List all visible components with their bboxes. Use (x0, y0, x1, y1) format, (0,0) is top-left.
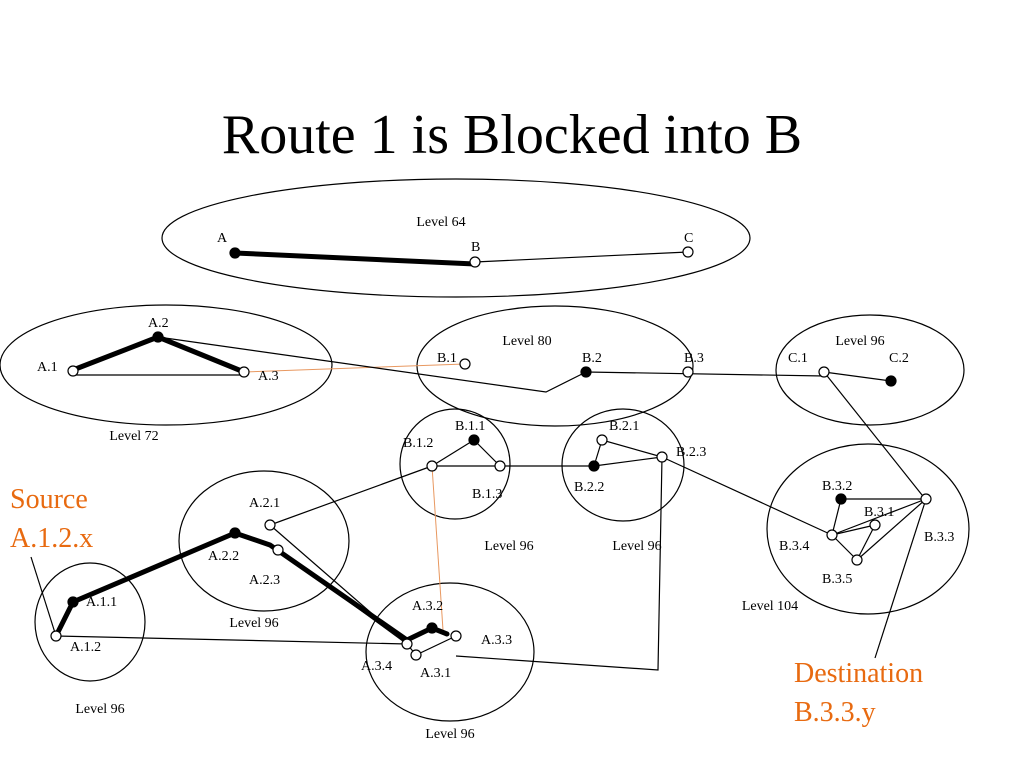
node-c2 (885, 375, 897, 387)
label-level-96-a2: Level 96 (229, 616, 278, 631)
node-label-c: C (684, 231, 693, 246)
node-label-b13: B.1.3 (472, 487, 502, 502)
node-label-a2: A.2 (148, 316, 169, 331)
label-level-96-a1: Level 96 (75, 702, 124, 717)
label-level-96-c: Level 96 (835, 334, 884, 349)
node-b1 (459, 358, 471, 370)
node-a (229, 247, 241, 259)
node-a22 (229, 527, 241, 539)
node-label-a: A (217, 231, 228, 246)
region-level-96-b1 (399, 408, 511, 520)
node-label-b2: B.2 (582, 351, 602, 366)
label-level-96-b1: Level 96 (484, 539, 533, 554)
node-b2 (580, 366, 592, 378)
node-label-a1: A.1 (37, 360, 58, 375)
nodes (50, 246, 932, 661)
region-labels: Level 64 Level 72 Level 80 Level 96 Leve… (75, 215, 884, 742)
region-level-104 (766, 443, 970, 615)
node-labels: A B C A.2 A.1 A.3 B.1 B.2 B.3 C.1 C.2 B.… (37, 231, 954, 681)
node-a31 (410, 649, 422, 661)
node-b33 (920, 493, 932, 505)
node-a3 (238, 366, 250, 378)
node-b13 (494, 460, 506, 472)
node-b35 (851, 554, 863, 566)
node-b12 (426, 460, 438, 472)
node-label-b33: B.3.3 (924, 530, 954, 545)
slide-title: Route 1 is Blocked into B (221, 104, 803, 166)
blocked-link-b12-a32 (431, 465, 444, 631)
source-label: Source (10, 484, 88, 515)
node-a33 (450, 630, 462, 642)
node-b11 (468, 434, 480, 446)
label-level-96-a3: Level 96 (425, 727, 474, 742)
node-label-b31: B.3.1 (864, 505, 894, 520)
node-label-b1: B.1 (437, 351, 457, 366)
node-b34 (826, 529, 838, 541)
node-label-b11: B.1.1 (455, 419, 485, 434)
label-level-104: Level 104 (742, 599, 798, 614)
node-label-b35: B.3.5 (822, 572, 852, 587)
node-label-b34: B.3.4 (779, 539, 809, 554)
node-b (469, 256, 481, 268)
node-c1 (818, 366, 830, 378)
node-a34 (401, 638, 413, 650)
node-label-a12: A.1.2 (70, 640, 101, 655)
node-a2 (152, 331, 164, 343)
label-level-96-b2: Level 96 (612, 539, 661, 554)
node-label-b32: B.3.2 (822, 479, 852, 494)
node-b31 (869, 519, 881, 531)
node-a21 (264, 519, 276, 531)
node-label-a32: A.3.2 (412, 599, 443, 614)
label-level-64: Level 64 (416, 215, 465, 230)
region-level-96-a3 (365, 582, 535, 722)
node-label-a11: A.1.1 (86, 595, 117, 610)
node-label-b21: B.2.1 (609, 419, 639, 434)
node-label-b23: B.2.3 (676, 445, 706, 460)
node-label-c2: C.2 (889, 351, 909, 366)
source-callout: Source A.1.2.x (10, 484, 93, 554)
node-label-b12: B.1.2 (403, 436, 433, 451)
region-level-64 (161, 178, 751, 298)
node-label-a3: A.3 (258, 369, 279, 384)
node-b21 (596, 434, 608, 446)
destination-address: B.3.3.y (794, 697, 876, 728)
node-label-b: B (471, 240, 480, 255)
node-label-a21: A.2.1 (249, 496, 280, 511)
blocked-link-a3-b1 (243, 363, 466, 373)
node-label-a33: A.3.3 (481, 633, 512, 648)
node-a32 (426, 622, 438, 634)
node-label-a31: A.3.1 (420, 666, 451, 681)
node-b3 (682, 366, 694, 378)
destination-label: Destination (794, 658, 923, 689)
region-level-96-b2 (561, 408, 685, 522)
node-a1 (67, 365, 79, 377)
region-level-96-a2 (178, 470, 350, 612)
label-level-72: Level 72 (109, 429, 158, 444)
node-b32 (835, 493, 847, 505)
node-label-a22: A.2.2 (208, 549, 239, 564)
node-b22 (588, 460, 600, 472)
node-label-b22: B.2.2 (574, 480, 604, 495)
destination-callout: Destination B.3.3.y (794, 658, 923, 728)
label-level-80: Level 80 (502, 334, 551, 349)
node-c (682, 246, 694, 258)
node-a11 (67, 596, 79, 608)
region-level-96-c (775, 314, 965, 426)
node-label-c1: C.1 (788, 351, 808, 366)
node-a23 (272, 544, 284, 556)
node-label-b3: B.3 (684, 351, 704, 366)
node-a12 (50, 630, 62, 642)
region-level-72 (0, 304, 333, 426)
region-level-96-a1 (34, 562, 146, 682)
node-label-a34: A.3.4 (361, 659, 392, 674)
node-b23 (656, 451, 668, 463)
region-level-80 (416, 305, 694, 427)
source-address: A.1.2.x (10, 523, 93, 554)
node-label-a23: A.2.3 (249, 573, 280, 588)
